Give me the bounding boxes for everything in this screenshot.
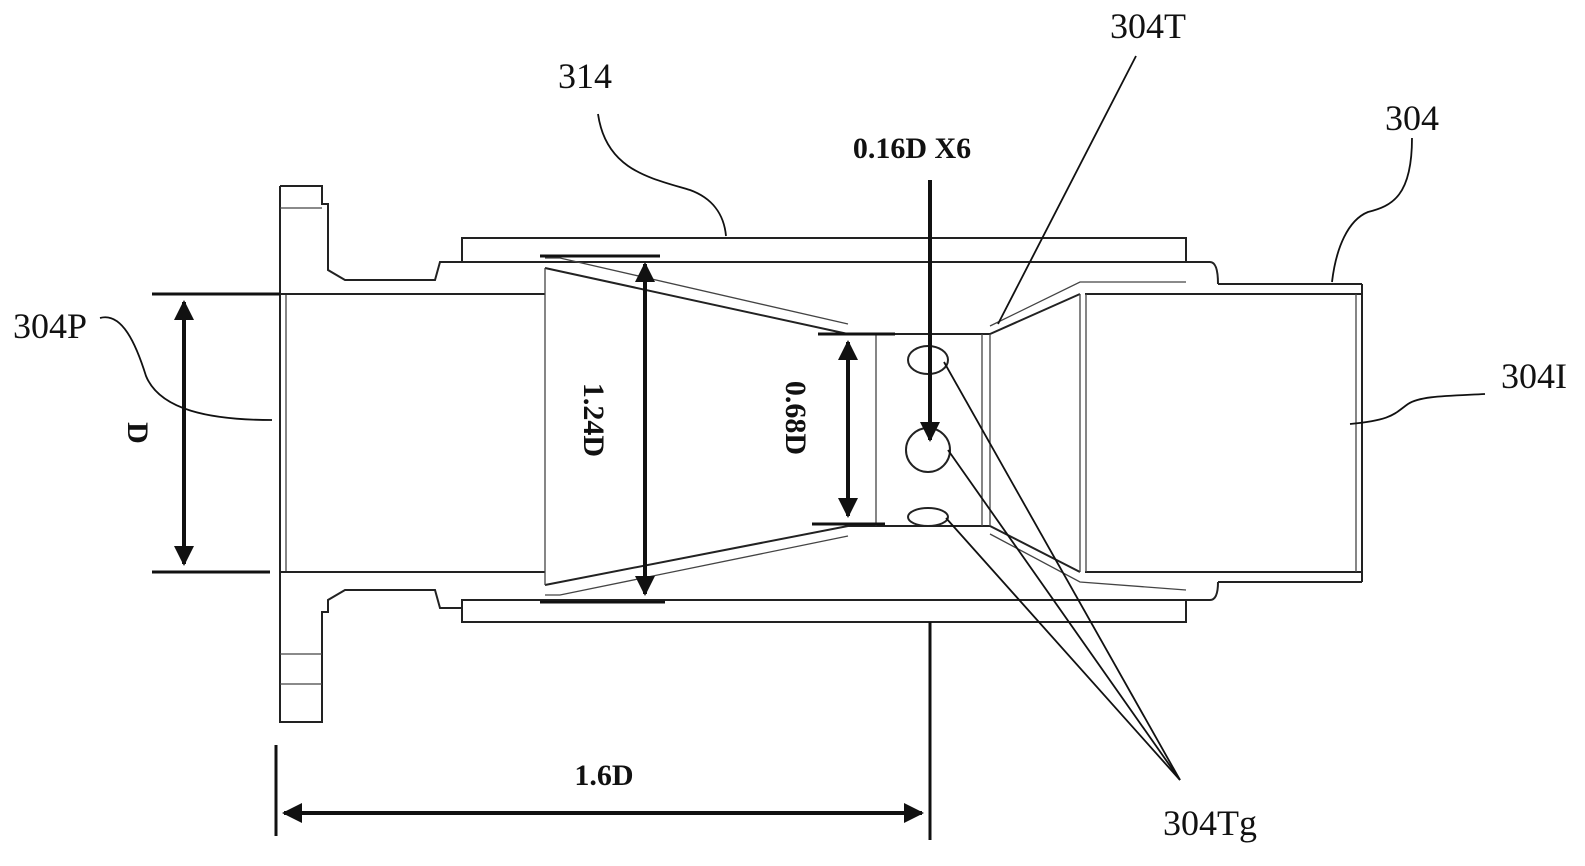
label-0-16d-x6: 0.16D X6 (853, 132, 971, 165)
label-0-68d: 0.68D (779, 381, 812, 455)
dimension-0-68d (812, 334, 895, 524)
venturi-nozzle (545, 258, 1186, 595)
dimension-d (152, 294, 280, 572)
label-d: D (121, 422, 154, 444)
sleeve-314 (462, 238, 1218, 622)
label-304: 304 (1385, 98, 1439, 138)
flange (280, 186, 462, 722)
label-314: 314 (558, 56, 612, 96)
label-304tg: 304Tg (1163, 803, 1257, 843)
label-1-24d: 1.24D (577, 383, 610, 457)
label-1-6d: 1.6D (574, 759, 633, 792)
label-304i: 304I (1501, 356, 1567, 396)
label-304p: 304P (13, 306, 87, 346)
dimension-1-6d (276, 622, 930, 840)
label-304t: 304T (1110, 6, 1186, 46)
